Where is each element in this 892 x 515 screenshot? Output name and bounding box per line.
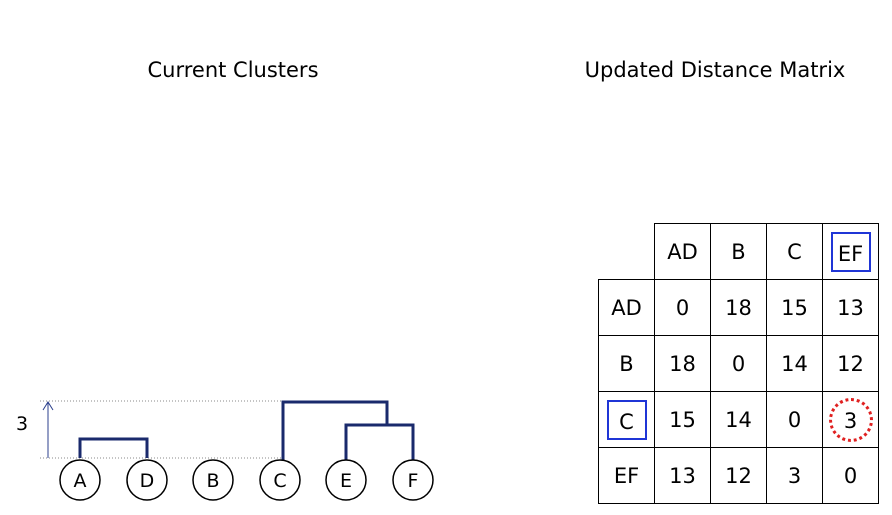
matrix-cell: 0 — [654, 279, 711, 336]
leaf-node-c: C — [259, 459, 301, 501]
matrix-header-row: AD B C EF — [599, 223, 879, 280]
leaf-node-f: F — [392, 459, 434, 501]
matrix-row: B 18 0 14 12 — [598, 335, 879, 392]
column-header: C — [766, 223, 823, 280]
current-clusters-title: Current Clusters — [147, 58, 319, 82]
column-header: B — [710, 223, 767, 280]
leaf-label: F — [408, 470, 419, 492]
column-header: AD — [654, 223, 711, 280]
leaf-node-a: A — [59, 459, 101, 501]
matrix-cell: 0 — [822, 447, 879, 504]
matrix-cell: 15 — [654, 391, 711, 448]
row-header-highlighted: C — [598, 391, 655, 448]
matrix-corner — [599, 224, 655, 280]
matrix-cell: 18 — [710, 279, 767, 336]
matrix-cell: 13 — [822, 279, 879, 336]
leaf-label: D — [140, 470, 155, 492]
leaf-label: A — [74, 470, 87, 492]
leaf-label: B — [206, 470, 219, 492]
leaf-node-b: B — [192, 459, 234, 501]
matrix-row: C 15 14 0 3 — [598, 391, 879, 448]
matrix-cell: 14 — [710, 391, 767, 448]
height-arrow-head — [42, 401, 54, 411]
height-label: 3 — [16, 413, 28, 435]
matrix-cell: 13 — [654, 447, 711, 504]
link-e-f — [344, 423, 415, 460]
matrix-cell: 12 — [822, 335, 879, 392]
red-dotted-circle: 3 — [828, 397, 873, 442]
link-c-ef — [281, 400, 389, 460]
matrix-cell: 3 — [766, 447, 823, 504]
matrix-cell-min: 3 — [822, 391, 879, 448]
matrix-cell: 12 — [710, 447, 767, 504]
matrix-row: AD 0 18 15 13 — [598, 279, 879, 336]
matrix-cell: 0 — [710, 335, 767, 392]
row-header: EF — [598, 447, 655, 504]
matrix-cell: 14 — [766, 335, 823, 392]
leaf-label: E — [340, 470, 352, 492]
matrix-row: EF 13 12 3 0 — [598, 447, 879, 504]
row-header: AD — [598, 279, 655, 336]
blue-highlight-box: EF — [830, 231, 871, 272]
dendrogram: 3 A D B C E F — [16, 400, 434, 501]
matrix-cell: 18 — [654, 335, 711, 392]
leaf-node-e: E — [325, 459, 367, 501]
distance-matrix-title: Updated Distance Matrix — [584, 58, 846, 82]
leaf-label: C — [273, 470, 286, 492]
distance-matrix: AD B C EF AD 0 18 15 13 B 18 0 14 12 C 1… — [598, 223, 879, 504]
link-a-d — [78, 437, 149, 458]
column-header-highlighted: EF — [822, 223, 879, 280]
leaf-node-d: D — [126, 459, 168, 501]
blue-highlight-box: C — [606, 399, 647, 440]
matrix-cell: 15 — [766, 279, 823, 336]
matrix-cell: 0 — [766, 391, 823, 448]
row-header: B — [598, 335, 655, 392]
